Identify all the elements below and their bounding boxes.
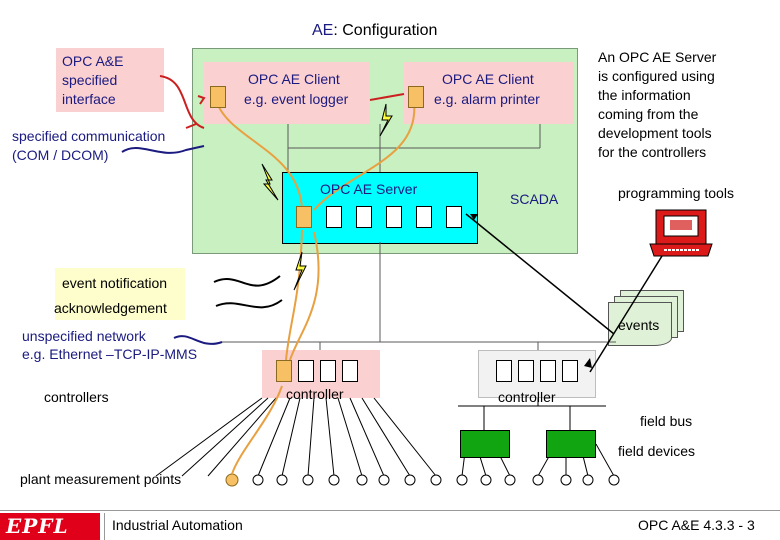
controller-2-label: controller	[498, 389, 556, 405]
client-alarm-line1: OPC AE Client	[442, 71, 534, 87]
acknowledgement-label: acknowledgement	[54, 300, 167, 316]
controller-port-icon	[276, 360, 292, 382]
note-line3: the information	[598, 87, 691, 103]
server-slot	[356, 206, 372, 228]
programming-tools-label: programming tools	[618, 185, 734, 201]
server-slot	[386, 206, 402, 228]
server-label: OPC AE Server	[320, 181, 418, 197]
event-notification-label: event notification	[62, 275, 168, 291]
controller-slot	[496, 360, 512, 382]
controller-1-label: controller	[286, 386, 344, 402]
note-line2: is configured using	[598, 68, 715, 84]
field-device	[460, 430, 510, 458]
field-devices-label: field devices	[618, 443, 696, 459]
scada-label: SCADA	[510, 191, 559, 207]
controller-slot	[298, 360, 314, 382]
alarm-port-icon	[408, 86, 424, 108]
client-alarm-line2: e.g. alarm printer	[434, 91, 540, 107]
footer-center: Industrial Automation	[112, 517, 243, 533]
field-bus-label: field bus	[640, 413, 693, 429]
field-device	[546, 430, 596, 458]
footer-divider	[0, 510, 780, 511]
unspecified-network-line2: e.g. Ethernet –TCP-IP-MMS	[22, 346, 198, 362]
plant-points-label: plant measurement points	[20, 471, 182, 487]
controllers-label: controllers	[44, 389, 109, 405]
title-prefix: AE	[312, 22, 334, 39]
opc-ae-spec-line1: OPC A&E	[62, 53, 124, 69]
page-title: AE: Configuration	[312, 22, 437, 40]
controller-slot	[540, 360, 556, 382]
note-line6: for the controllers	[598, 144, 707, 160]
epfl-logo: EPFL	[0, 513, 100, 540]
client-event-logger-box	[204, 62, 370, 124]
events-label: events	[618, 317, 660, 333]
controller-slot	[562, 360, 578, 382]
note-line1: An OPC AE Server	[598, 49, 717, 65]
logger-port-icon	[210, 86, 226, 108]
footer-separator	[104, 513, 105, 540]
opc-ae-spec-line2: specified	[62, 72, 118, 88]
specified-comm-line1: specified communication	[12, 128, 166, 144]
server-slot	[446, 206, 462, 228]
unspecified-network-line1: unspecified network	[22, 328, 146, 344]
controller-slot	[320, 360, 336, 382]
title-rest: : Configuration	[333, 22, 438, 39]
client-alarm-printer-box	[404, 62, 574, 124]
footer-right: OPC A&E 4.3.3 - 3	[638, 517, 755, 533]
client-logger-line1: OPC AE Client	[248, 71, 340, 87]
controller-slot	[342, 360, 358, 382]
specified-comm-line2: (COM / DCOM)	[12, 147, 109, 163]
opc-ae-spec-box	[56, 48, 164, 112]
controller-slot	[518, 360, 534, 382]
client-logger-line2: e.g. event logger	[244, 91, 349, 107]
server-port-icon	[296, 206, 312, 228]
opc-ae-spec-line3: interface	[62, 91, 116, 107]
epfl-logo-text: EPFL	[6, 514, 69, 538]
event-notification-box	[55, 268, 185, 320]
note-line4: coming from the	[598, 106, 699, 122]
server-slot	[416, 206, 432, 228]
note-line5: development tools	[598, 125, 712, 141]
events-page-1	[608, 302, 672, 346]
server-slot	[326, 206, 342, 228]
